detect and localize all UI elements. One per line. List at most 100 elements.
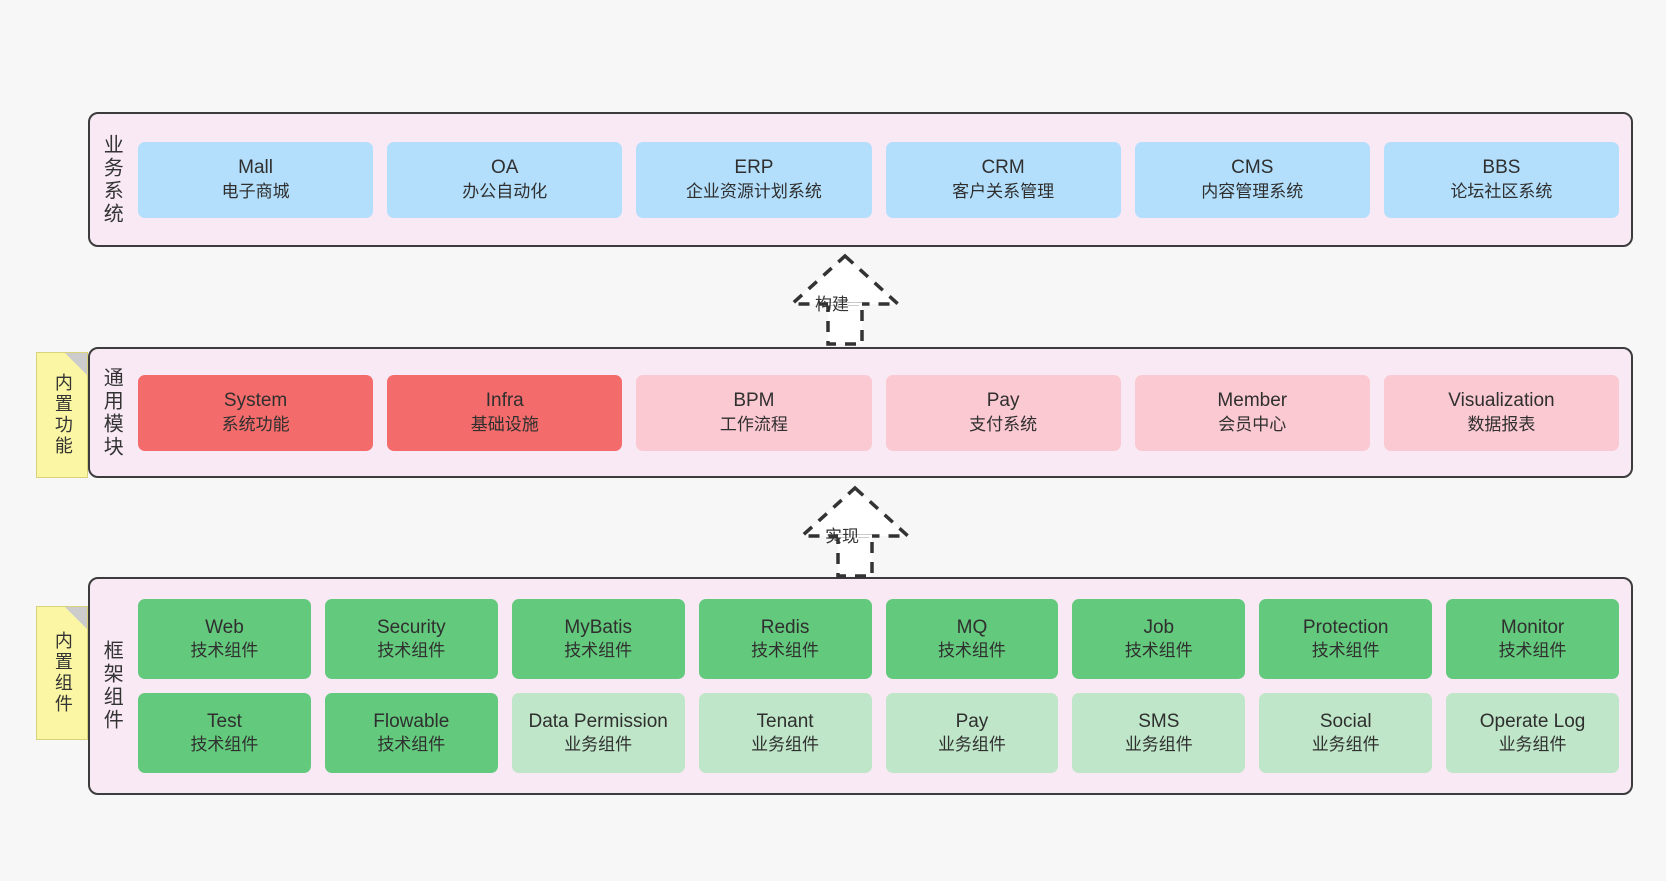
module-name-cn: 业务组件 xyxy=(1124,735,1193,755)
module-card[interactable]: Web 技术组件 xyxy=(138,599,311,679)
module-card[interactable]: Monitor 技术组件 xyxy=(1446,599,1619,679)
module-card[interactable]: Flowable 技术组件 xyxy=(324,693,498,773)
module-card[interactable]: Member 会员中心 xyxy=(1134,374,1370,451)
module-name-en: Visualization xyxy=(1448,390,1555,412)
module-name-cn: 办公自动化 xyxy=(462,181,548,201)
module-card[interactable]: Security 技术组件 xyxy=(324,599,498,679)
module-card[interactable]: CRM 客户关系管理 xyxy=(885,141,1121,218)
module-card[interactable]: System 系统功能 xyxy=(138,374,374,451)
sticky-note-label: 内置功能 xyxy=(52,373,73,457)
module-name-en: Data Permission xyxy=(528,710,668,732)
module-name-en: Redis xyxy=(760,616,810,638)
module-card[interactable]: BBS 论坛社区系统 xyxy=(1383,141,1620,218)
module-name-en: CRM xyxy=(981,157,1025,179)
layer-body: System 系统功能 Infra 基础设施 BPM 工作流程 Pay 支付系统… xyxy=(132,349,1631,476)
module-name-cn: 技术组件 xyxy=(190,641,259,661)
connector-build: 构建 xyxy=(750,252,940,348)
layer-row: Mall 电子商城 OA 办公自动化 ERP 企业资源计划系统 CRM 客户关系… xyxy=(138,141,1620,218)
module-name-cn: 技术组件 xyxy=(190,735,259,755)
module-card[interactable]: Data Permission 业务组件 xyxy=(511,693,685,773)
module-name-en: BBS xyxy=(1482,157,1521,179)
module-name-en: MQ xyxy=(956,616,988,638)
layer-row: Web 技术组件 Security 技术组件 MyBatis 技术组件 Redi… xyxy=(138,599,1619,679)
module-card[interactable]: Visualization 数据报表 xyxy=(1383,374,1620,451)
module-name-cn: 客户关系管理 xyxy=(952,181,1055,201)
module-name-en: Pay xyxy=(955,710,989,732)
module-name-cn: 系统功能 xyxy=(221,414,290,434)
module-name-cn: 业务组件 xyxy=(564,735,633,755)
module-name-cn: 业务组件 xyxy=(1498,735,1567,755)
module-name-en: Web xyxy=(205,616,244,638)
module-name-cn: 技术组件 xyxy=(377,735,446,755)
module-name-cn: 技术组件 xyxy=(1498,641,1567,661)
module-name-en: Social xyxy=(1319,710,1372,732)
module-card[interactable]: MyBatis 技术组件 xyxy=(511,599,685,679)
module-card[interactable]: OA 办公自动化 xyxy=(387,141,623,218)
module-name-cn: 技术组件 xyxy=(751,641,820,661)
module-name-cn: 数据报表 xyxy=(1467,414,1536,434)
module-card[interactable]: CMS 内容管理系统 xyxy=(1134,141,1370,218)
module-name-en: Monitor xyxy=(1500,616,1565,638)
module-name-en: Job xyxy=(1143,616,1175,638)
module-name-en: Operate Log xyxy=(1479,710,1586,732)
module-name-cn: 论坛社区系统 xyxy=(1450,181,1553,201)
module-card[interactable]: ERP 企业资源计划系统 xyxy=(636,141,872,218)
module-card[interactable]: Protection 技术组件 xyxy=(1259,599,1433,679)
layer-title: 业务系统 xyxy=(100,133,123,226)
module-name-cn: 技术组件 xyxy=(377,641,446,661)
module-card[interactable]: Redis 技术组件 xyxy=(698,599,872,679)
layer-body: Web 技术组件 Security 技术组件 MyBatis 技术组件 Redi… xyxy=(132,579,1631,793)
folded-corner-icon xyxy=(65,607,87,629)
sticky-note-builtin-function[interactable]: 内置功能 xyxy=(36,352,88,478)
layer-title: 框架组件 xyxy=(100,640,123,732)
folded-corner-icon xyxy=(65,353,87,375)
module-name-cn: 业务组件 xyxy=(1311,735,1380,755)
module-card[interactable]: Test 技术组件 xyxy=(138,693,311,773)
module-card[interactable]: Mall 电子商城 xyxy=(138,141,374,218)
module-card[interactable]: Social 业务组件 xyxy=(1259,693,1433,773)
module-card[interactable]: Tenant 业务组件 xyxy=(698,693,872,773)
module-name-en: OA xyxy=(491,157,519,179)
module-card[interactable]: Pay 业务组件 xyxy=(885,693,1059,773)
layer-row: Test 技术组件 Flowable 技术组件 Data Permission … xyxy=(138,693,1619,773)
layer-framework-component[interactable]: 框架组件 Web 技术组件 Security 技术组件 MyBatis 技术组件… xyxy=(88,577,1633,795)
module-name-cn: 技术组件 xyxy=(1124,641,1193,661)
module-name-cn: 基础设施 xyxy=(470,414,539,434)
module-name-en: System xyxy=(223,390,288,412)
module-name-cn: 工作流程 xyxy=(719,414,788,434)
connector-label: 实现 xyxy=(825,527,859,546)
module-name-en: Flowable xyxy=(373,710,450,732)
module-name-cn: 电子商城 xyxy=(221,181,290,201)
module-name-cn: 会员中心 xyxy=(1218,414,1287,434)
sticky-note-label: 内置组件 xyxy=(52,631,73,715)
module-card[interactable]: Operate Log 业务组件 xyxy=(1446,693,1619,773)
module-name-en: ERP xyxy=(734,157,774,179)
module-name-en: Pay xyxy=(986,390,1020,412)
module-card[interactable]: Infra 基础设施 xyxy=(387,374,623,451)
module-card[interactable]: Pay 支付系统 xyxy=(885,374,1121,451)
module-name-en: Tenant xyxy=(756,710,814,732)
module-name-en: Protection xyxy=(1302,616,1389,638)
module-card[interactable]: BPM 工作流程 xyxy=(636,374,872,451)
module-card[interactable]: Job 技术组件 xyxy=(1072,599,1246,679)
module-name-en: Security xyxy=(376,616,446,638)
module-card[interactable]: SMS 业务组件 xyxy=(1072,693,1246,773)
layer-title: 通用模块 xyxy=(100,366,123,459)
module-name-en: MyBatis xyxy=(564,616,632,638)
layer-common-module[interactable]: 通用模块 System 系统功能 Infra 基础设施 BPM 工作流程 Pay… xyxy=(88,347,1633,478)
dashed-arrow-icon xyxy=(787,253,903,346)
layer-body: Mall 电子商城 OA 办公自动化 ERP 企业资源计划系统 CRM 客户关系… xyxy=(132,114,1631,245)
module-name-en: Mall xyxy=(238,157,273,179)
sticky-note-builtin-component[interactable]: 内置组件 xyxy=(36,606,88,740)
module-card[interactable]: MQ 技术组件 xyxy=(885,599,1059,679)
module-name-en: CMS xyxy=(1231,157,1274,179)
dashed-arrow-icon xyxy=(797,485,913,578)
connector-label: 构建 xyxy=(815,295,849,314)
layer-business-system[interactable]: 业务系统 Mall 电子商城 OA 办公自动化 ERP 企业资源计划系统 CRM… xyxy=(88,112,1633,247)
module-name-cn: 业务组件 xyxy=(937,735,1006,755)
module-name-cn: 内容管理系统 xyxy=(1201,181,1304,201)
module-name-cn: 业务组件 xyxy=(751,735,820,755)
module-name-cn: 企业资源计划系统 xyxy=(685,181,822,201)
module-name-en: Member xyxy=(1217,390,1288,412)
